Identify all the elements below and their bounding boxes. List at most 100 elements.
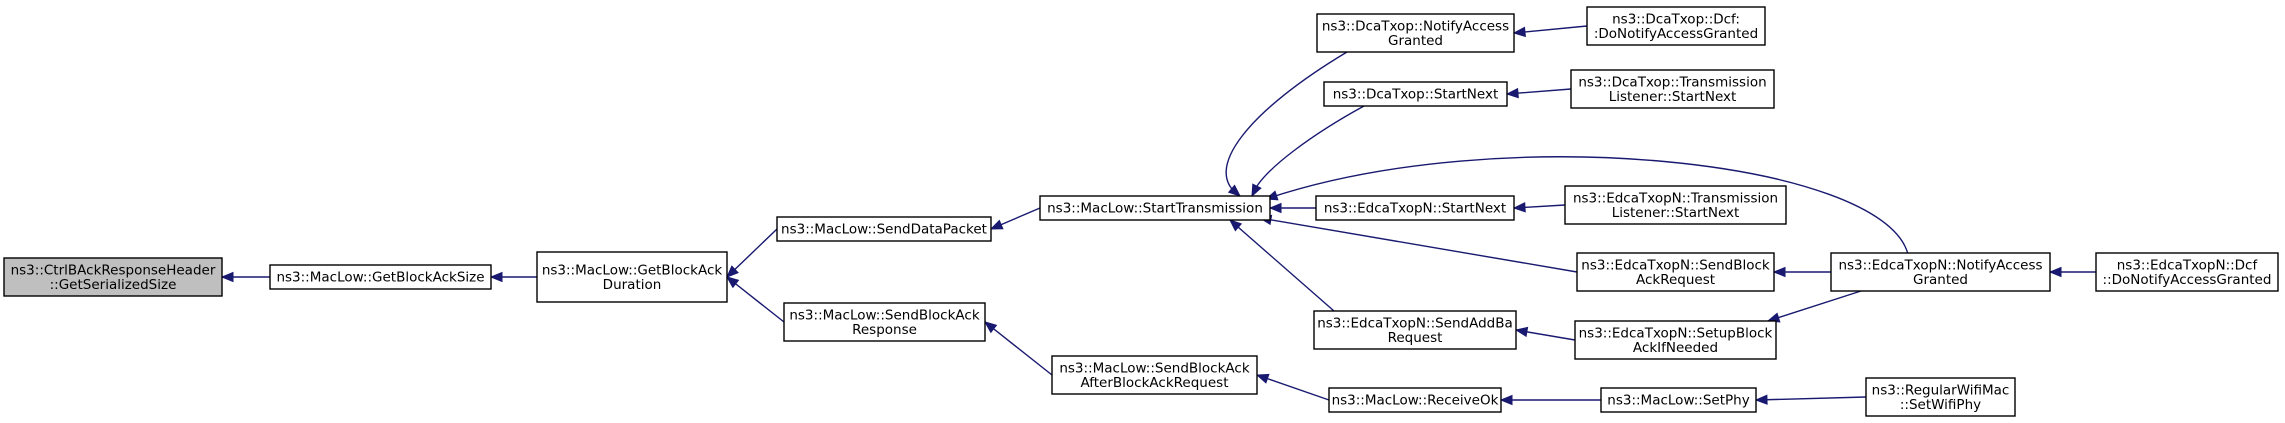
node-box: [1586, 6, 1766, 46]
node-box: [1039, 195, 1271, 221]
node-ns3-maclow-receiveok[interactable]: ns3::MacLow::ReceiveOk: [1328, 387, 1502, 413]
node-ns3-dcatxop-dcf-donotifyaccessgranted[interactable]: ns3::DcaTxop::Dcf::DoNotifyAccessGranted: [1586, 6, 1766, 46]
node-label-line: Request: [1388, 330, 1443, 346]
node-ns3-edcatxopn-transmissionlistener-startnext[interactable]: ns3::EdcaTxopN::TransmissionListener::St…: [1564, 185, 1787, 225]
node-label-line: Duration: [603, 277, 662, 293]
node-label-line: ns3::RegularWifiMac: [1872, 382, 2010, 398]
node-label-line: ns3::EdcaTxopN::NotifyAccess: [1838, 257, 2042, 273]
node-label-line: ns3::DcaTxop::StartNext: [1333, 87, 1499, 103]
node-ns3-dcatxop-startnext[interactable]: ns3::DcaTxop::StartNext: [1323, 81, 1508, 107]
node-label-line: Granted: [1913, 272, 1968, 288]
arrowhead: [1512, 202, 1526, 213]
arrowhead: [1255, 373, 1270, 384]
node-box: [1051, 355, 1258, 395]
edge-n4-to-n2: [726, 276, 785, 323]
node-box: [1570, 69, 1775, 109]
edge-n3-to-n2: [726, 228, 778, 278]
arrowhead: [726, 265, 739, 278]
arrowhead: [725, 276, 740, 289]
node-label-line: ns3::EdcaTxopN::Transmission: [1573, 190, 1778, 206]
edge-n6-to-n4: [984, 321, 1053, 376]
nodes-layer: ns3::CtrlBAckResponseHeader::GetSerializ…: [3, 6, 2279, 417]
node-label-line: ns3::DcaTxop::NotifyAccess: [1322, 18, 1509, 34]
edge-n7-to-n5: [1225, 51, 1348, 197]
node-box: [1313, 310, 1517, 350]
node-box: [1315, 195, 1515, 221]
node-box: [1316, 13, 1515, 53]
edges-layer: [220, 25, 2096, 406]
arrowhead: [1514, 326, 1529, 338]
arrowhead: [1505, 87, 1519, 99]
node-label-line: ::DoNotifyAccessGranted: [2103, 272, 2272, 288]
node-ns3-maclow-sendblockackafterblockackrequest[interactable]: ns3::MacLow::SendBlockAckAfterBlockAckRe…: [1051, 355, 1258, 395]
node-box: [269, 264, 492, 290]
node-box: [1600, 387, 1757, 413]
arrowhead: [983, 321, 998, 334]
node-ns3-maclow-senddatapacket[interactable]: ns3::MacLow::SendDataPacket: [776, 216, 992, 242]
node-box: [783, 302, 986, 342]
node-ns3-maclow-starttransmission[interactable]: ns3::MacLow::StartTransmission: [1039, 195, 1271, 221]
edge-n11-to-n6: [1256, 374, 1330, 401]
edge-n8-to-n5: [1251, 105, 1365, 197]
node-ns3-edcatxopn-dcf-donotifyaccessgranted[interactable]: ns3::EdcaTxopN::Dcf::DoNotifyAccessGrant…: [2095, 252, 2279, 292]
node-box: [536, 251, 728, 303]
arrowhead: [489, 271, 503, 283]
node-label-line: Granted: [1388, 33, 1443, 49]
node-label-line: ns3::EdcaTxopN::SendBlock: [1581, 257, 1770, 273]
node-label-line: ::GetSerializedSize: [50, 277, 177, 293]
node-box: [1328, 387, 1502, 413]
node-ns3-maclow-getblockacksize[interactable]: ns3::MacLow::GetBlockAckSize: [269, 264, 492, 290]
edge-n10-to-n5: [1229, 219, 1335, 312]
node-label-line: ns3::MacLow::SendBlockAck: [789, 307, 979, 323]
node-ns3-dcatxop-notifyaccessgranted[interactable]: ns3::DcaTxop::NotifyAccessGranted: [1316, 13, 1515, 53]
node-label-line: AckRequest: [1636, 272, 1715, 288]
node-label-line: ns3::MacLow::StartTransmission: [1047, 201, 1263, 217]
node-label-line: ns3::EdcaTxopN::SetupBlock: [1579, 325, 1773, 341]
arrowhead: [2048, 266, 2062, 278]
node-box: [776, 216, 992, 242]
node-label-line: ns3::MacLow::SetPhy: [1607, 393, 1749, 409]
node-box: [1576, 252, 1775, 292]
edge-n18-to-n16: [1767, 290, 1862, 322]
node-box: [2095, 252, 2279, 292]
node-ns3-maclow-setphy[interactable]: ns3::MacLow::SetPhy: [1600, 387, 1757, 413]
node-ns3-edcatxopn-notifyaccessgranted[interactable]: ns3::EdcaTxopN::NotifyAccessGranted: [1830, 252, 2051, 292]
arrowhead: [989, 219, 1004, 230]
node-label-line: Response: [852, 322, 917, 338]
node-ns3-regularwifimac-setwifiphy[interactable]: ns3::RegularWifiMac::SetWifiPhy: [1865, 377, 2016, 417]
node-label-line: :DoNotifyAccessGranted: [1594, 26, 1758, 42]
node-label-line: Listener::StartNext: [1612, 205, 1740, 221]
node-label-line: Listener::StartNext: [1609, 89, 1737, 105]
node-label-line: ns3::MacLow::ReceiveOk: [1332, 393, 1499, 409]
arrowhead: [1499, 394, 1513, 406]
node-box: [1830, 252, 2051, 292]
node-ns3-dcatxop-transmissionlistener-startnext[interactable]: ns3::DcaTxop::TransmissionListener::Star…: [1570, 69, 1775, 109]
node-label-line: ns3::MacLow::SendDataPacket: [781, 222, 987, 238]
node-label-line: ns3::MacLow::GetBlockAck: [542, 262, 723, 278]
edge-n15-to-n5: [1259, 217, 1578, 273]
edge-n12-to-n7: [1513, 25, 1588, 34]
arrowhead: [1251, 183, 1262, 198]
node-label-line: ns3::MacLow::SendBlockAck: [1059, 360, 1249, 376]
arrowhead: [1754, 394, 1768, 405]
arrowhead: [1512, 26, 1526, 38]
node-box: [1865, 377, 2016, 417]
node-box: [1323, 81, 1508, 107]
arrowhead: [1268, 202, 1282, 214]
arrowhead: [220, 271, 234, 283]
node-label-line: ns3::MacLow::GetBlockAckSize: [276, 270, 484, 286]
arrowhead: [1772, 266, 1786, 278]
node-label-line: ns3::DcaTxop::Transmission: [1578, 74, 1766, 90]
node-label-line: ns3::DcaTxop::Dcf:: [1612, 11, 1740, 27]
edge-n19-to-n17: [1755, 396, 1867, 401]
node-ns3-ctrlbackresponseheader-getserializedsize[interactable]: ns3::CtrlBAckResponseHeader::GetSerializ…: [3, 257, 223, 297]
node-ns3-edcatxopn-startnext[interactable]: ns3::EdcaTxopN::StartNext: [1315, 195, 1515, 221]
node-box: [1574, 320, 1777, 360]
node-label-line: AfterBlockAckRequest: [1080, 375, 1228, 391]
